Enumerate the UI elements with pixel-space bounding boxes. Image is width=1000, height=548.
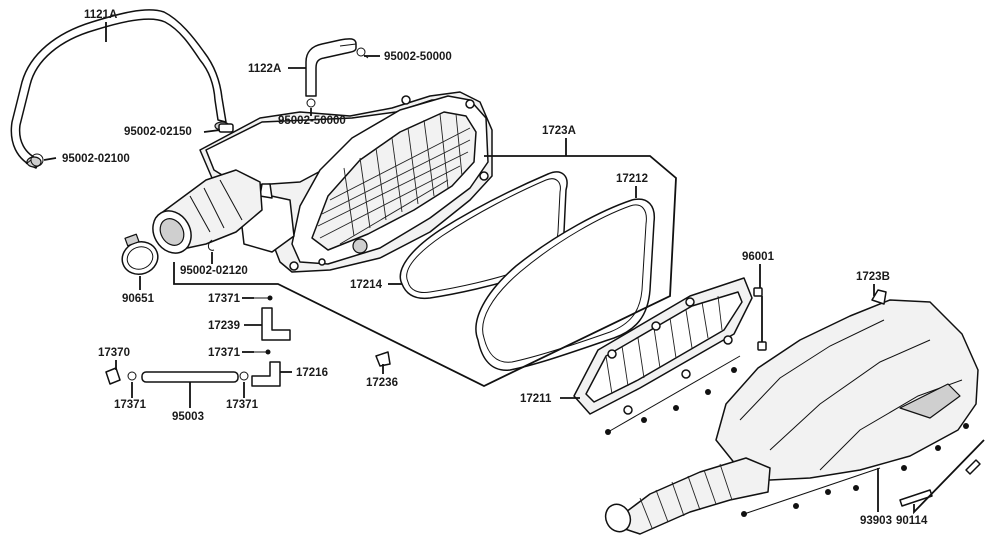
intake-snorkel [604,457,771,535]
callout-17211: 17211 [520,393,552,405]
bolt-96001 [753,287,767,351]
callout-1121a: 1121A [84,9,117,21]
air-cleaner-cover-1723b [715,289,979,481]
plug-17370 [105,367,121,385]
callout-96001: 96001 [742,251,775,263]
callout-17371-b: 17371 [208,347,241,359]
callout-95002-02120: 95002-02120 [180,265,248,277]
callout-17239: 17239 [208,320,240,332]
callout-1723a: 1723A [542,125,576,137]
callout-17371-d: 17371 [226,399,259,411]
clip-17371-c [127,371,137,381]
callout-17371-a: 17371 [208,293,241,305]
callout-17212: 17212 [616,173,648,185]
clip-17371-d [239,371,249,381]
intake-duct [152,169,263,254]
hose-clip-95002-50000-bottom [306,98,316,108]
elbow-17239 [261,307,291,341]
callout-95002-50000-bottom: 95002-50000 [278,115,346,127]
hose-clip-95002-02100 [25,153,44,167]
callout-17216: 17216 [296,367,328,379]
callout-95002-02150: 95002-02150 [124,126,192,138]
hose-clip-95002-02150 [218,123,234,133]
filter-frame-17211 [573,277,753,415]
clip-17371-b [252,349,271,355]
screw-set-93903 [605,355,969,517]
callout-95003: 95003 [172,411,204,423]
callout-95002-02100: 95002-02100 [62,153,130,165]
breather-hose-1121a [10,9,230,169]
tube-95003 [141,371,239,383]
clip-95002-02120 [207,239,215,251]
callout-90114: 90114 [896,515,928,527]
band-clamp-90651 [121,233,159,275]
callout-17236: 17236 [366,377,398,389]
bolt-90114 [899,459,981,507]
callout-17371-c: 17371 [114,399,147,411]
callout-93903: 93903 [860,515,892,527]
drain-plug-17236 [375,351,391,367]
small-hose-1122a [305,38,357,97]
callout-90651: 90651 [122,293,155,305]
callout-17214: 17214 [350,279,383,291]
elbow-17216 [251,361,281,387]
air-cleaner-case-1723a [199,91,493,273]
callout-17370: 17370 [98,347,130,359]
leader-lines [43,22,985,515]
filter-element-17212 [475,198,656,371]
callout-1122a: 1122A [248,63,281,75]
clip-17371-a [252,295,273,301]
callout-1723b: 1723B [856,271,890,283]
callout-95002-50000-top: 95002-50000 [384,51,452,63]
